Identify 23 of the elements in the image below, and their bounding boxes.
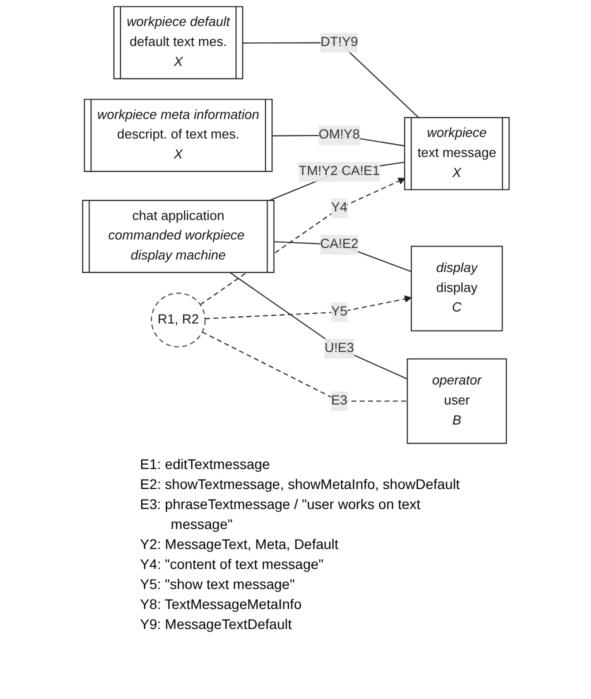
edge-label: Y5 [330,304,348,319]
definition-text: Y5: "show text message" [140,575,296,594]
definition-text: Y9: MessageTextDefault [140,615,293,634]
edge-label: OM!Y8 [318,128,360,142]
definition-text: Y8: TextMessageMetaInfo [140,595,303,614]
edge-label: Y4 [330,200,348,215]
connector [268,162,405,202]
edge-label: CA!E2 [320,237,358,252]
connector [202,332,407,402]
edge-label: DT!Y9 [320,35,358,50]
edge-label: U!E3 [324,341,354,356]
definition-text: E2: showTextmessage, showMetaInfo, showDefault [140,475,461,494]
definition-text: Y2: MessageText, Meta, Default [140,535,340,554]
definition-text: E3: phraseTextmessage / "user works on text message" [140,495,422,534]
node-circle: R1, R2 [150,292,206,348]
edge-label: TM!Y2 CA!E1 [298,164,380,178]
connector [230,272,408,380]
arrow [200,178,405,306]
node-box: operator user B [406,358,507,444]
edge-label: E3 [330,394,348,408]
arrow [204,295,412,320]
definition-text: E1: editTextmessage [140,455,271,474]
definition-text: Y4: "content of text message" [140,555,324,574]
